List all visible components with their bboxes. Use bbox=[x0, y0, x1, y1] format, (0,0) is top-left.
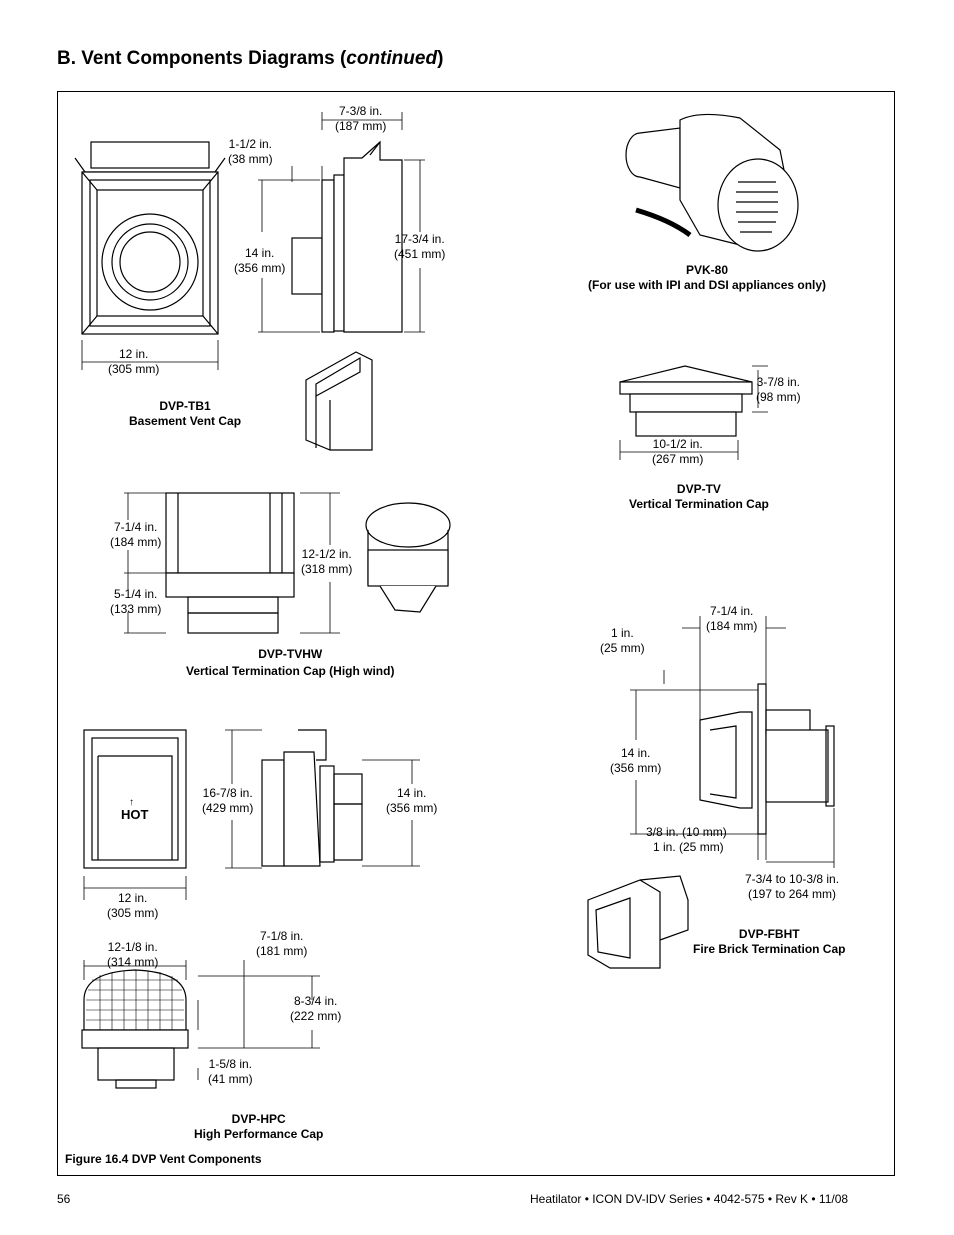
tv-drawing bbox=[619, 365, 753, 437]
tb1-width-label: 12 in.(305 mm) bbox=[108, 347, 160, 376]
tb1-offset-label: 1-1/2 in.(38 mm) bbox=[228, 137, 273, 166]
tv-width-label: 10-1/2 in.(267 mm) bbox=[652, 437, 704, 466]
hpc-base-label: 1-5/8 in.(41 mm) bbox=[208, 1057, 253, 1086]
tvhw-total-label: 12-1/2 in.(318 mm) bbox=[301, 547, 353, 576]
hpc-front-dimension-lines bbox=[83, 729, 262, 900]
hpc-front-drawing bbox=[83, 729, 187, 869]
tv-dimension-lines bbox=[619, 365, 768, 460]
section-heading: B. Vent Components Diagrams (continued) bbox=[57, 48, 444, 69]
tvhw-upper-label: 7-1/4 in.(184 mm) bbox=[110, 520, 162, 549]
hpc-height-label: 8-3/4 in.(222 mm) bbox=[290, 994, 342, 1023]
tvhw-dimension-lines bbox=[124, 492, 340, 634]
tvhw-lower-label: 5-1/4 in.(133 mm) bbox=[110, 587, 162, 616]
tb1-depth-label: 7-3/8 in.(187 mm) bbox=[335, 104, 387, 133]
hpc-dome-drawing bbox=[81, 969, 189, 1089]
tb1-front-drawing bbox=[74, 141, 226, 335]
tb1-iso-drawing bbox=[305, 351, 373, 451]
hpc-depth-label: 7-1/8 in.(181 mm) bbox=[256, 929, 308, 958]
fbht-small-label: 3/8 in. (10 mm)1 in. (25 mm) bbox=[646, 825, 727, 854]
hpc-dome-dimension-lines bbox=[83, 960, 320, 1080]
page-number: 56 bbox=[57, 1192, 71, 1206]
tb1-inner-height-label: 14 in.(356 mm) bbox=[234, 246, 286, 275]
tb1-height-label: 17-3/4 in.(451 mm) bbox=[394, 232, 446, 261]
hpc-side-inner-label: 14 in.(356 mm) bbox=[386, 786, 438, 815]
hpc-side-dimension-lines bbox=[362, 759, 420, 867]
tb1-dimension-lines bbox=[81, 112, 425, 370]
hpc-side-height-label: 16-7/8 in.(429 mm) bbox=[202, 786, 254, 815]
hpc-side-width-label: 12 in.(305 mm) bbox=[107, 891, 159, 920]
figure-frame bbox=[57, 91, 895, 1176]
fbht-gap-label: 1 in.(25 mm) bbox=[600, 626, 645, 655]
tvhw-drawing bbox=[165, 492, 295, 634]
footer-doc-info: Heatilator • ICON DV-IDV Series • 4042-5… bbox=[530, 1192, 849, 1206]
tv-height-label: 3-7/8 in.(98 mm) bbox=[756, 375, 801, 404]
tvhw-iso-drawing bbox=[365, 502, 451, 613]
hpc-width-label: 12-1/8 in.(314 mm) bbox=[107, 940, 159, 969]
fbht-top-label: 7-1/4 in.(184 mm) bbox=[706, 604, 758, 633]
hot-label: ↑HOT bbox=[121, 797, 149, 823]
fbht-drawing bbox=[699, 683, 835, 835]
pvk80-caption: PVK-80(For use with IPI and DSI applianc… bbox=[588, 263, 827, 292]
tb1-side-drawing bbox=[291, 140, 403, 333]
fbht-dimension-lines bbox=[630, 616, 835, 868]
pvk80-drawing bbox=[625, 113, 799, 252]
fbht-range-label: 7-3/4 to 10-3/8 in.(197 to 264 mm) bbox=[745, 872, 840, 901]
hpc-side-drawing bbox=[261, 729, 363, 867]
fbht-iso-drawing bbox=[587, 875, 689, 969]
fbht-height-label: 14 in.(356 mm) bbox=[610, 746, 662, 775]
figure-caption: Figure 16.4 DVP Vent Components bbox=[65, 1152, 262, 1166]
